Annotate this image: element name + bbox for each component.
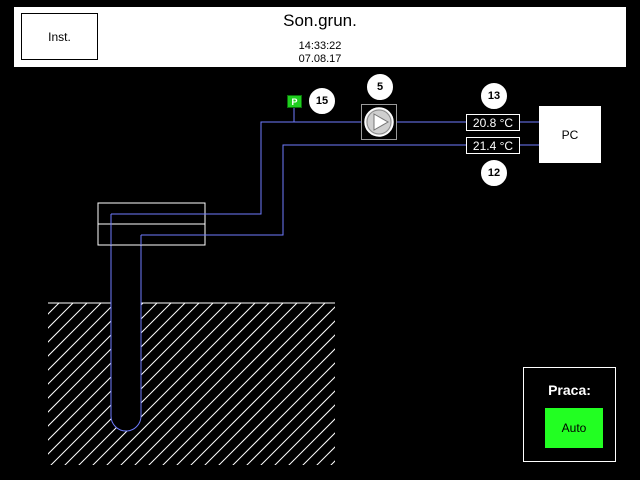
pressure-sensor-badge[interactable]: P xyxy=(287,95,302,108)
collector-box xyxy=(97,202,206,246)
temp-upper-value: 20.8 °C xyxy=(466,114,520,131)
page-title: Son.grun. xyxy=(283,11,357,30)
temp-lower-value: 21.4 °C xyxy=(466,137,520,154)
pressure-sensor-id[interactable]: 15 xyxy=(308,87,336,115)
pump-id[interactable]: 5 xyxy=(366,73,394,101)
auto-mode-button[interactable]: Auto xyxy=(545,408,603,448)
header-bar: Inst. Son.grun. 14:33:22 07.08.17 xyxy=(14,7,626,67)
pc-unit[interactable]: PC xyxy=(539,106,601,163)
ground-probe xyxy=(110,240,142,432)
temp-sensor-upper-id[interactable]: 13 xyxy=(480,82,508,110)
clock-time: 14:33:22 xyxy=(298,40,342,52)
clock-date: 07.08.17 xyxy=(298,53,342,65)
pump-icon[interactable] xyxy=(361,104,397,140)
praca-panel: Praca: Auto xyxy=(523,367,616,462)
temp-sensor-lower-id[interactable]: 12 xyxy=(480,159,508,187)
inst-button[interactable]: Inst. xyxy=(21,13,98,60)
praca-label: Praca: xyxy=(548,382,591,398)
ground-area xyxy=(48,302,335,465)
pipes xyxy=(205,108,539,236)
